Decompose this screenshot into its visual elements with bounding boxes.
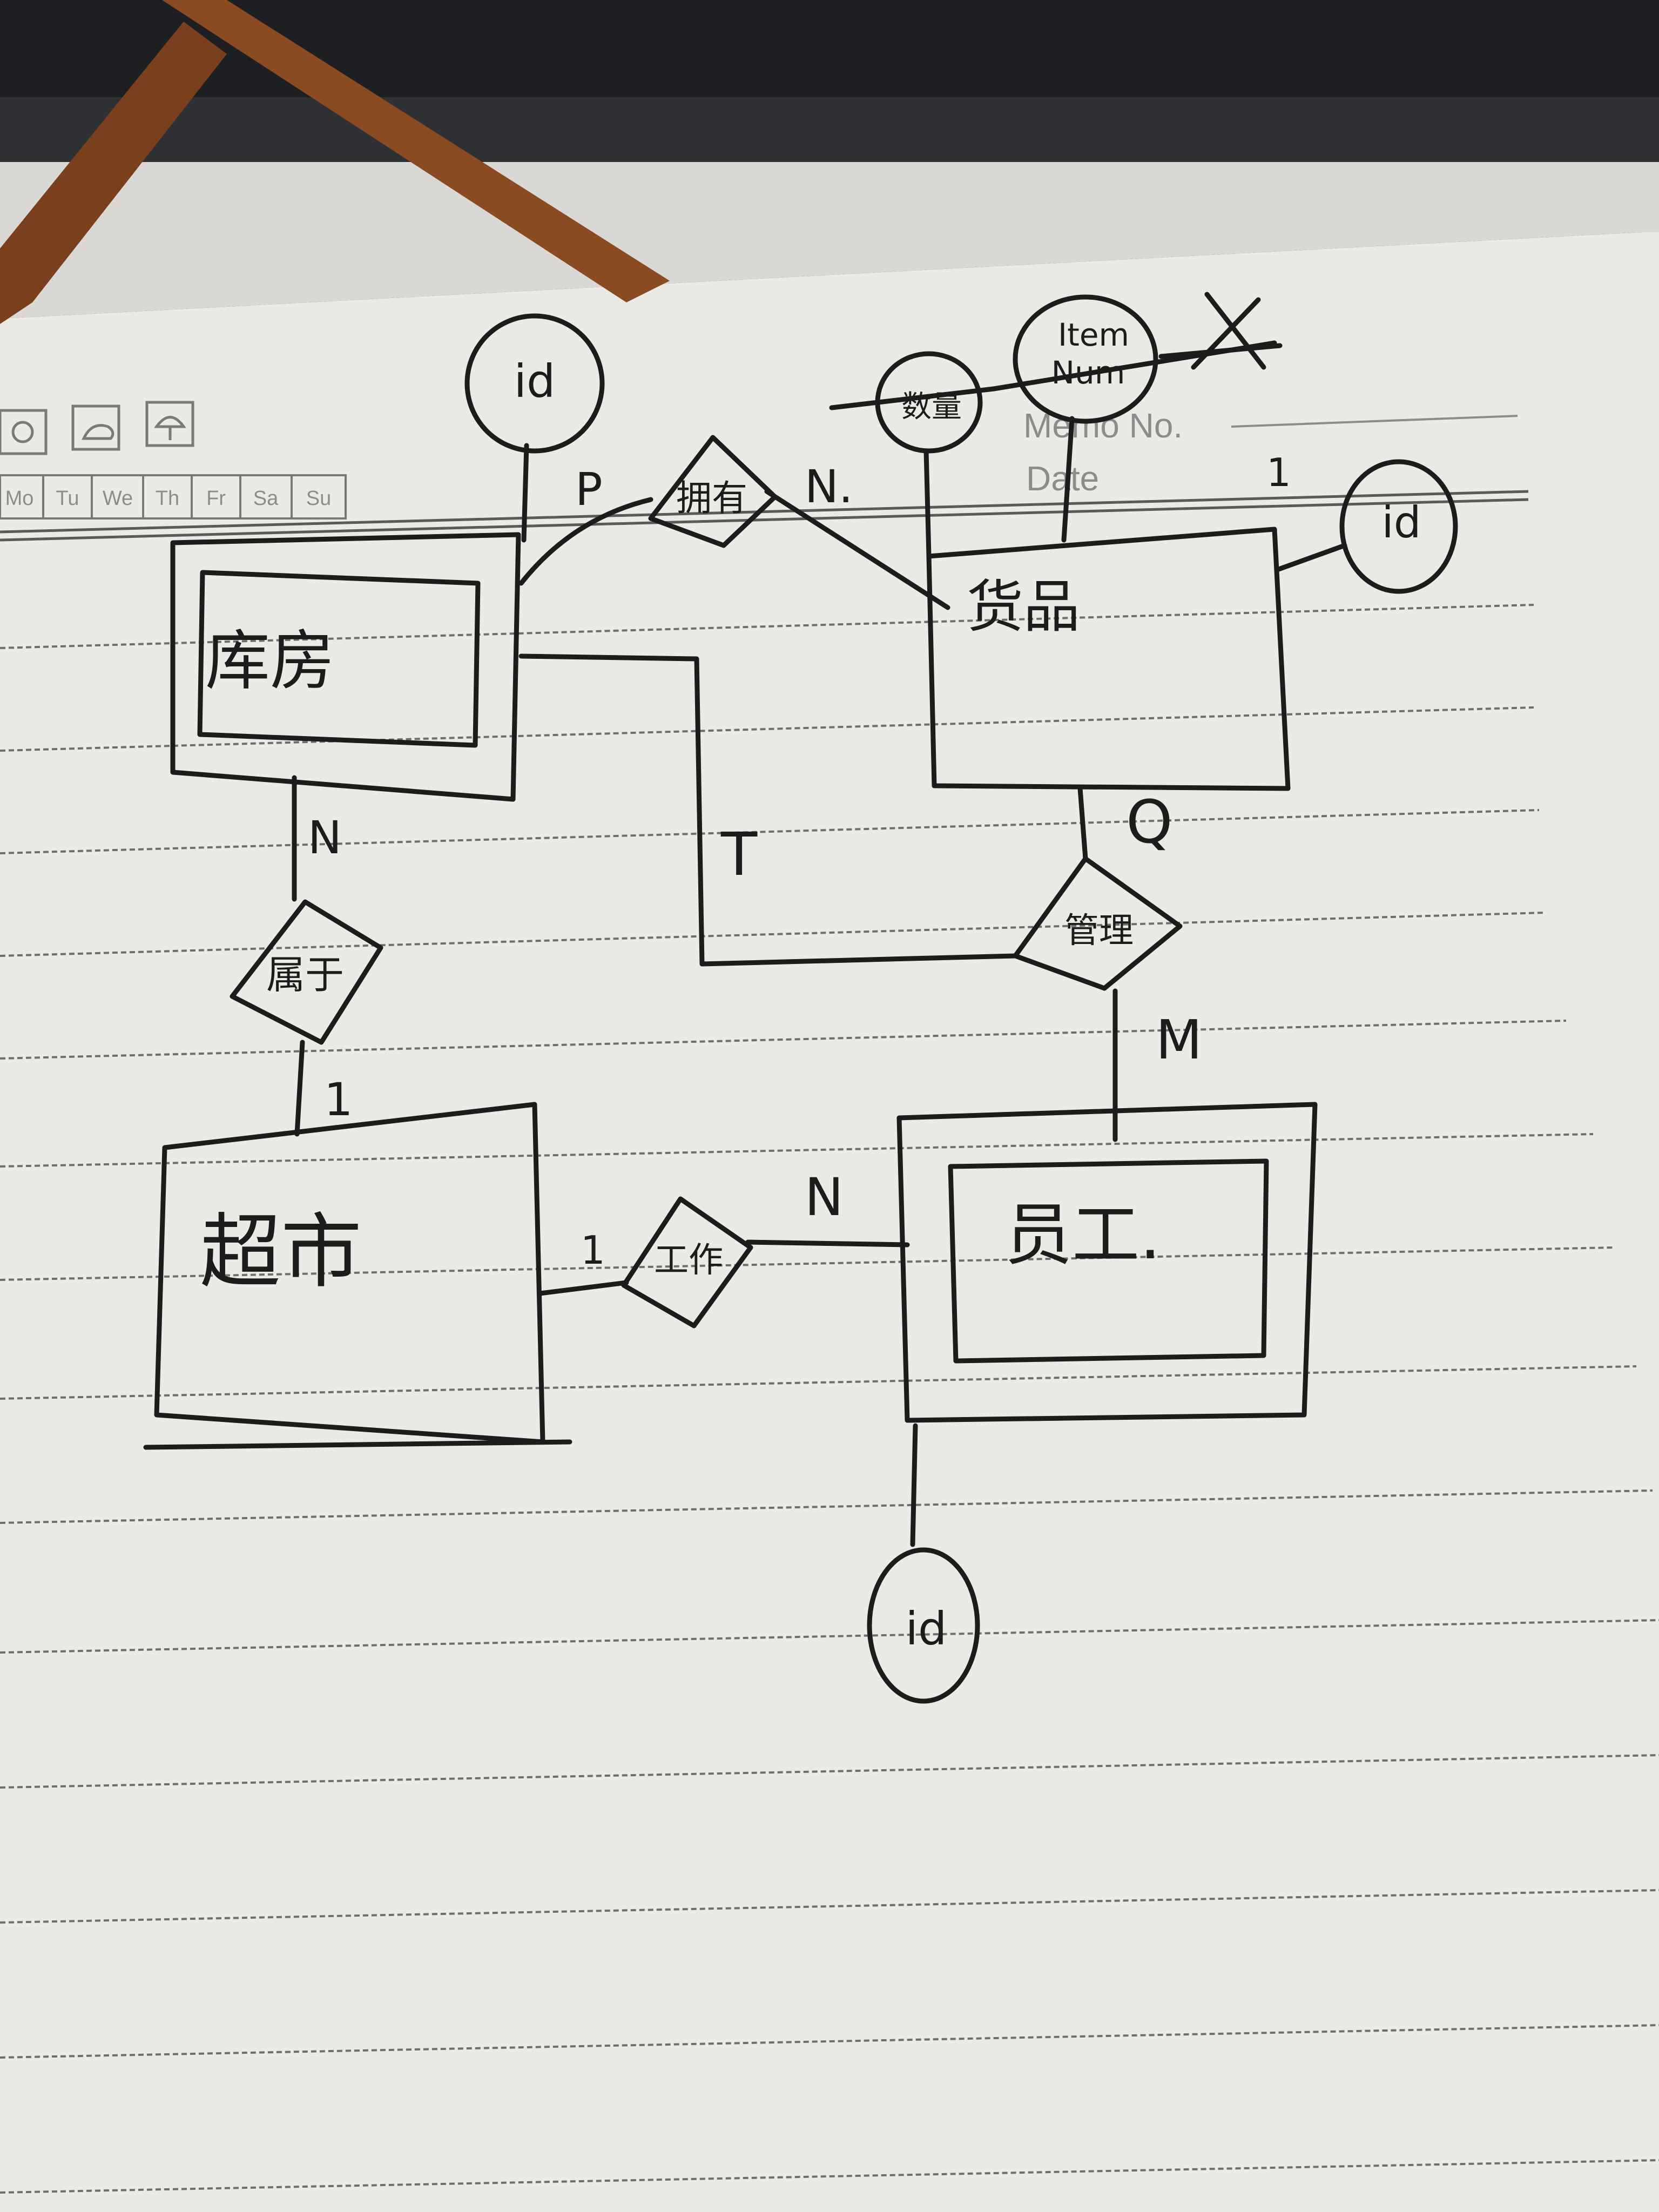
day-label: Mo bbox=[5, 487, 34, 510]
link-warehouse-manages bbox=[518, 653, 1018, 967]
entity-employee-box bbox=[896, 1102, 1318, 1423]
link-employee-id bbox=[910, 1423, 918, 1547]
entity-employee-label: 员工. bbox=[1004, 1196, 1161, 1274]
entity-warehouse-label: 库房 bbox=[205, 624, 335, 699]
weekday-labels: Mo Tu We Th Fr Sa Su bbox=[5, 487, 332, 510]
attribute-employee-id-oval bbox=[867, 1547, 980, 1704]
cardinality-manage-warehouse: T bbox=[720, 820, 758, 889]
link-works-employee bbox=[745, 1239, 910, 1247]
attribute-labels: id 数量 Item Num id id bbox=[514, 316, 1421, 1655]
ruled-lines bbox=[0, 604, 1659, 2194]
attribute-goods-quantity-label: 数量 bbox=[901, 389, 962, 424]
cardinality-manage-employee: M bbox=[1156, 1008, 1202, 1071]
relationship-owns-label: 拥有 bbox=[676, 477, 747, 519]
day-label: We bbox=[103, 487, 133, 510]
attribute-employee-id-label: id bbox=[906, 1602, 947, 1655]
link-goods-manages bbox=[1077, 786, 1088, 861]
partly-cloudy-icon bbox=[71, 404, 120, 451]
cardinality-owns-goods: N. bbox=[805, 460, 853, 513]
link-owns-goods bbox=[764, 489, 950, 610]
cardinality-belongs-supermarket: 1 bbox=[324, 1073, 353, 1126]
relationship-works-diamond bbox=[621, 1196, 753, 1328]
weather-icons bbox=[0, 401, 194, 455]
cardinality-works-employee: N bbox=[805, 1167, 844, 1228]
attribute-goods-item-num-line1: Item bbox=[1058, 316, 1129, 353]
entity-labels: 库房 货品 超市 员工. bbox=[200, 574, 1161, 1299]
relationship-manages-diamond bbox=[1013, 856, 1183, 991]
link-warehouse-owns bbox=[518, 497, 653, 586]
link-belongs-supermarket bbox=[294, 1040, 305, 1137]
quantity-strikethrough bbox=[829, 386, 996, 410]
attribute-warehouse-id-label: id bbox=[514, 355, 556, 408]
attribute-goods-id-oval bbox=[1339, 459, 1458, 594]
cardinality-labels: P N. 1 Q M T N 1 1 N bbox=[308, 450, 1291, 1273]
day-label: Su bbox=[306, 487, 331, 510]
crossed-mark bbox=[1158, 292, 1283, 370]
day-label: Fr bbox=[206, 487, 226, 510]
cardinality-belongs-warehouse: N bbox=[308, 811, 342, 864]
page-shadow bbox=[0, 162, 1659, 319]
entity-supermarket-underline bbox=[143, 1439, 572, 1450]
day-label: Tu bbox=[56, 487, 79, 510]
desk-edge-highlight bbox=[0, 97, 1659, 162]
sun-icon bbox=[0, 409, 48, 455]
notebook-page bbox=[0, 227, 1659, 2212]
relationship-labels: 拥有 属于 管理 工作 bbox=[266, 477, 1134, 1280]
relationship-belongs-diamond bbox=[230, 899, 383, 1045]
attribute-warehouse-id-oval bbox=[464, 313, 605, 454]
relationship-owns-diamond bbox=[648, 435, 778, 548]
cardinality-goods-corner: 1 bbox=[1266, 450, 1291, 495]
entity-warehouse-inner-box bbox=[197, 570, 481, 748]
bookmark-ribbon bbox=[0, 0, 670, 324]
link-goods-quantity bbox=[923, 448, 932, 559]
entity-goods-label: 货品 bbox=[967, 574, 1080, 640]
umbrella-icon bbox=[145, 401, 194, 447]
day-label: Sa bbox=[253, 487, 279, 510]
date-label: Date bbox=[1026, 459, 1099, 498]
link-supermarket-works bbox=[537, 1280, 629, 1296]
day-label: Th bbox=[156, 487, 179, 510]
link-warehouse-id bbox=[521, 443, 529, 543]
er-diagram bbox=[143, 292, 1458, 1704]
attribute-goods-id-label: id bbox=[1381, 497, 1421, 548]
attribute-goods-item-num-oval bbox=[1013, 294, 1158, 424]
memo-underline bbox=[1231, 415, 1518, 428]
header-rule bbox=[0, 490, 1529, 542]
relationship-belongs-label: 属于 bbox=[266, 952, 344, 997]
weekday-row bbox=[0, 474, 347, 520]
relationship-manages-label: 管理 bbox=[1064, 911, 1134, 951]
cardinality-owns-warehouse: P bbox=[575, 463, 603, 516]
link-goods-item-num bbox=[1061, 416, 1075, 543]
attribute-goods-item-num-line2: Num bbox=[1051, 354, 1125, 391]
cardinality-manage-goods: Q bbox=[1126, 787, 1173, 857]
link-goods-id bbox=[1274, 543, 1347, 572]
relationship-works-label: 工作 bbox=[654, 1240, 723, 1280]
entity-employee-inner-box bbox=[948, 1158, 1269, 1364]
cardinality-works-supermarket: 1 bbox=[581, 1228, 605, 1273]
entity-supermarket-label: 超市 bbox=[200, 1205, 362, 1299]
entity-goods-box bbox=[926, 527, 1291, 791]
entity-warehouse-box bbox=[170, 532, 521, 802]
